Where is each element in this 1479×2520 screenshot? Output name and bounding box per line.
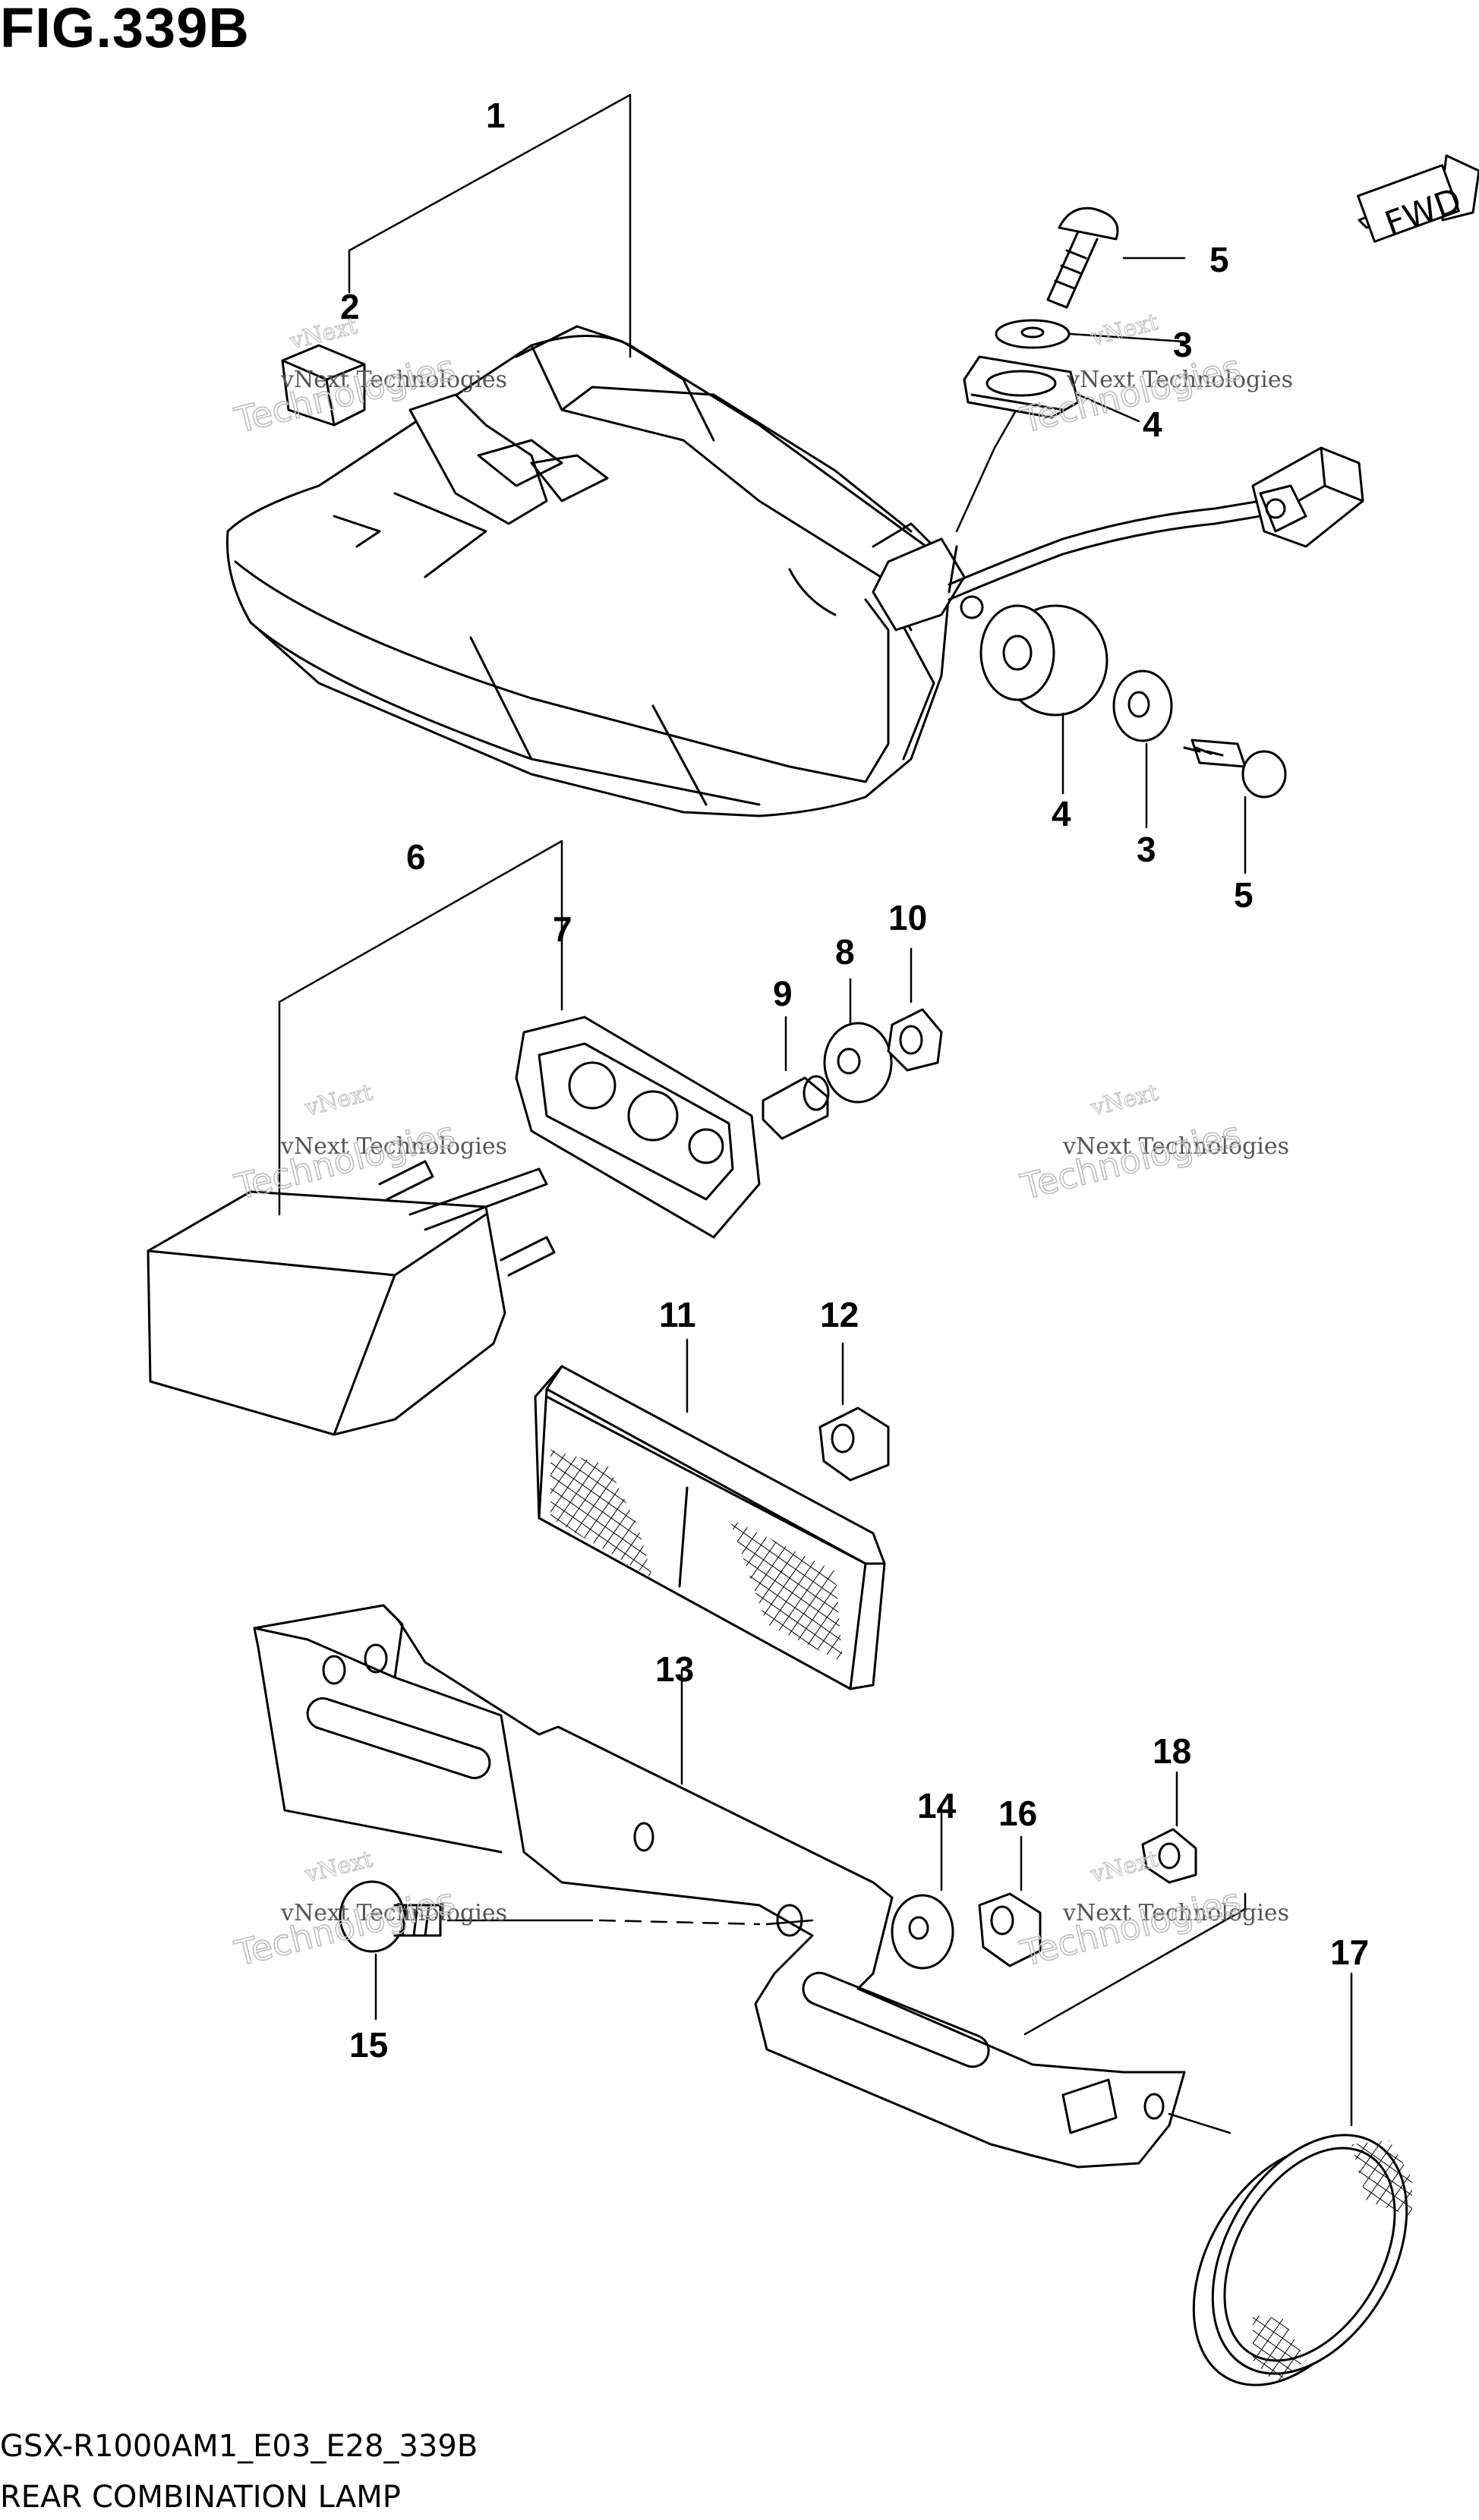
callout-7: 7	[553, 909, 572, 949]
washer-8	[823, 1022, 893, 1104]
callout-5-upper: 5	[1209, 240, 1229, 279]
washer-14	[891, 1894, 954, 1970]
grommet-upper	[963, 355, 1080, 419]
screw-upper	[1046, 206, 1119, 309]
callout-12: 12	[820, 1295, 859, 1334]
watermark-4: vNext vNext Technologies Technologies	[1016, 1079, 1289, 1208]
svg-text:vNext Technologies: vNext Technologies	[1062, 1900, 1289, 1926]
nut-10	[887, 1008, 943, 1072]
round-reflector	[1192, 2134, 1412, 2386]
figure-code: GSX-R1000AM1_E03_E28_339B	[0, 2429, 478, 2464]
callout-14: 14	[917, 1786, 957, 1825]
svg-text:Technologies: Technologies	[1017, 347, 1245, 441]
callout-10: 10	[888, 898, 927, 937]
screw-15	[339, 1880, 442, 1953]
svg-text:vNext: vNext	[301, 1079, 375, 1122]
rectangular-reflector	[534, 1365, 886, 1690]
screw-lower	[1183, 739, 1287, 799]
socket-clip-part	[281, 344, 366, 427]
svg-text:vNext: vNext	[1087, 309, 1161, 351]
callout-6: 6	[406, 837, 426, 877]
callout-16: 16	[998, 1794, 1037, 1833]
svg-text:vNext Technologies: vNext Technologies	[280, 1900, 507, 1926]
collar-spacer	[762, 1075, 830, 1140]
watermark-6: vNext vNext Technologies Technologies	[1016, 1845, 1289, 1974]
callout-4-upper: 4	[1143, 405, 1162, 444]
svg-text:Technologies: Technologies	[231, 1114, 459, 1208]
svg-text:vNext Technologies: vNext Technologies	[1062, 1133, 1289, 1160]
callout-13: 13	[655, 1649, 694, 1689]
lamp-gasket	[515, 1016, 761, 1239]
wiring-harness	[948, 446, 1364, 601]
callout-3-lower: 3	[1137, 830, 1156, 869]
watermark-3: vNext vNext Technologies Technologies	[230, 1079, 507, 1208]
callout-18: 18	[1153, 1731, 1191, 1771]
callout-labels: 1 2 5 3 4 4 3 5 6 7 8 9 10 11 12 13 14 1…	[340, 96, 1369, 2065]
svg-text:vNext Technologies: vNext Technologies	[280, 367, 507, 393]
license-bracket	[253, 1604, 1186, 2169]
svg-text:vNext: vNext	[1087, 1846, 1161, 1888]
svg-text:vNext Technologies: vNext Technologies	[1066, 367, 1293, 393]
svg-text:Technologies: Technologies	[1017, 1114, 1245, 1208]
callout-1: 1	[486, 96, 506, 135]
figure-name: REAR COMBINATION LAMP	[0, 2480, 401, 2515]
svg-text:Technologies: Technologies	[1017, 1880, 1245, 1974]
callout-5-lower: 5	[1234, 875, 1254, 915]
watermark-5: vNext vNext Technologies Technologies	[230, 1845, 507, 1974]
callout-3-upper: 3	[1173, 325, 1193, 364]
callout-4-lower: 4	[1052, 794, 1071, 833]
fwd-arrow-icon	[1357, 154, 1479, 243]
washer-lower	[1112, 669, 1173, 742]
callout-17: 17	[1330, 1933, 1369, 1972]
nut-16	[978, 1892, 1042, 1967]
callout-2: 2	[340, 287, 360, 326]
nut-12	[818, 1406, 890, 1482]
nut-18	[1141, 1828, 1197, 1884]
svg-text:Technologies: Technologies	[231, 1880, 459, 1974]
callout-11: 11	[659, 1295, 696, 1334]
svg-text:vNext Technologies: vNext Technologies	[280, 1133, 507, 1160]
license-lamp-part	[147, 1160, 556, 1436]
figure-title: FIG.339B	[0, 0, 250, 59]
svg-text:vNext: vNext	[1087, 1079, 1161, 1122]
washer-upper	[995, 319, 1071, 349]
tail-lamp-assembly	[225, 325, 984, 817]
callout-9: 9	[773, 974, 793, 1013]
grommet-lower	[979, 604, 1108, 717]
callout-8: 8	[835, 932, 855, 972]
callout-15: 15	[349, 2025, 388, 2065]
